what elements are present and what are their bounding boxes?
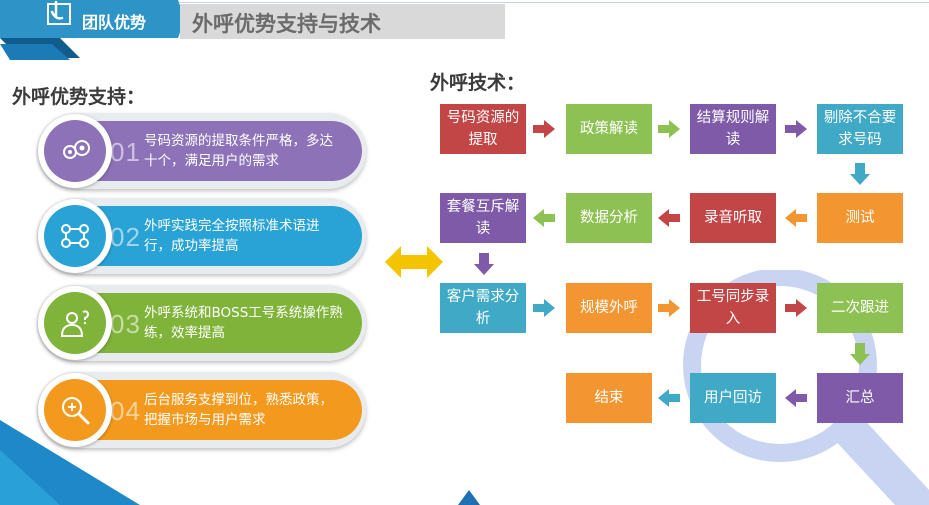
arrow-right-icon xyxy=(533,299,555,317)
top-divider xyxy=(0,2,929,3)
flow-step-15: 结束 xyxy=(566,373,652,423)
flow-step-4: 剔除不合要求号码 xyxy=(817,104,903,154)
flow-step-13: 汇总 xyxy=(817,373,903,423)
bottom-triangle-decoration xyxy=(458,490,480,505)
advantage-number: 04 xyxy=(110,396,141,426)
magnifier-background-icon xyxy=(683,270,929,505)
flow-step-14: 用户回访 xyxy=(690,373,776,423)
advantage-item-4: 04 后台服务支撑到位，熟悉政策，把握市场与用户需求 xyxy=(38,372,372,450)
flow-step-12: 二次跟进 xyxy=(817,283,903,333)
advantage-text: 号码资源的提取条件严格，多达十个，满足用户的需求 xyxy=(144,133,333,169)
corner-triangle-decoration xyxy=(0,420,140,505)
arrow-right-icon xyxy=(533,120,555,138)
arrow-down-icon xyxy=(474,253,494,275)
arrow-left-icon xyxy=(533,209,555,227)
arrow-left-icon xyxy=(785,209,807,227)
arrow-right-icon xyxy=(785,120,807,138)
flow-step-5: 测试 xyxy=(817,193,903,243)
flow-step-8: 套餐互斥解读 xyxy=(440,193,526,243)
flow-step-2: 政策解读 xyxy=(566,104,652,154)
arrow-right-icon xyxy=(785,299,807,317)
flow-step-6: 录音听取 xyxy=(690,193,776,243)
advantage-text: 外呼系统和BOSS工号系统操作熟练，效率提高 xyxy=(144,305,343,341)
arrow-down-icon xyxy=(850,343,870,365)
page-title: 外呼优势支持与技术 xyxy=(192,12,381,36)
advantage-number: 03 xyxy=(110,309,141,339)
gears-icon xyxy=(63,140,90,159)
arrow-down-icon xyxy=(850,163,870,185)
arrow-left-icon xyxy=(785,389,807,407)
advantage-number: 01 xyxy=(110,137,141,167)
advantage-item-1: 01 号码资源的提取条件严格，多达十个，满足用户的需求 xyxy=(38,113,372,191)
advantage-text: 外呼实践完全按照标准术语进行，成功率提高 xyxy=(144,218,320,254)
arrow-right-icon xyxy=(658,120,680,138)
flow-step-1: 号码资源的提取 xyxy=(440,104,526,154)
arrow-left-icon xyxy=(658,209,680,227)
double-arrow-icon xyxy=(385,246,443,278)
person-question-icon xyxy=(60,310,90,337)
right-section-title: 外呼技术： xyxy=(430,72,526,94)
left-section-title: 外呼优势支持： xyxy=(12,86,146,108)
header-tab-shape xyxy=(0,0,185,60)
advantage-item-2: 02 外呼实践完全按照标准术语进行，成功率提高 xyxy=(38,198,372,276)
header-title-bar xyxy=(180,4,505,39)
header-tab-label: 团队优势 xyxy=(82,13,147,32)
arrow-right-icon xyxy=(658,299,680,317)
flow-step-3: 结算规则解读 xyxy=(690,104,776,154)
advantage-number: 02 xyxy=(110,222,141,252)
flow-step-7: 数据分析 xyxy=(566,193,652,243)
advantage-text: 后台服务支撑到位，熟悉政策，把握市场与用户需求 xyxy=(144,392,333,428)
magnifier-icon xyxy=(62,397,90,425)
flow-step-9: 客户需求分析 xyxy=(440,283,526,333)
advantage-item-3: 03 外呼系统和BOSS工号系统操作熟练，效率提高 xyxy=(38,285,372,363)
arrow-left-icon xyxy=(658,389,680,407)
flow-step-11: 工号同步录入 xyxy=(690,283,776,333)
flow-step-10: 规模外呼 xyxy=(566,283,652,333)
hand-pointer-icon xyxy=(47,0,71,25)
network-icon xyxy=(61,224,89,248)
